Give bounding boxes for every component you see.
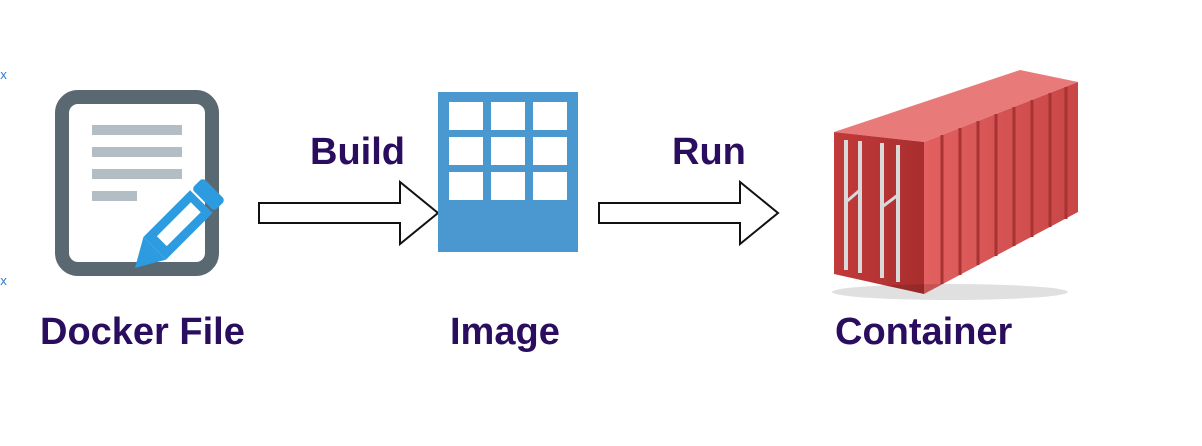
build-arrow [258, 179, 440, 247]
document-edit-icon [55, 90, 224, 276]
run-label: Run [672, 131, 746, 173]
image-label: Image [450, 311, 560, 353]
dockerfile-label: Docker File [40, 311, 245, 353]
edge-mark: x [0, 68, 8, 82]
container-label: Container [835, 311, 1013, 353]
build-label: Build [310, 131, 405, 173]
grid-image-icon [438, 92, 578, 252]
edge-mark: x [0, 274, 8, 288]
shipping-container-icon [832, 70, 1078, 300]
run-arrow [598, 179, 780, 247]
